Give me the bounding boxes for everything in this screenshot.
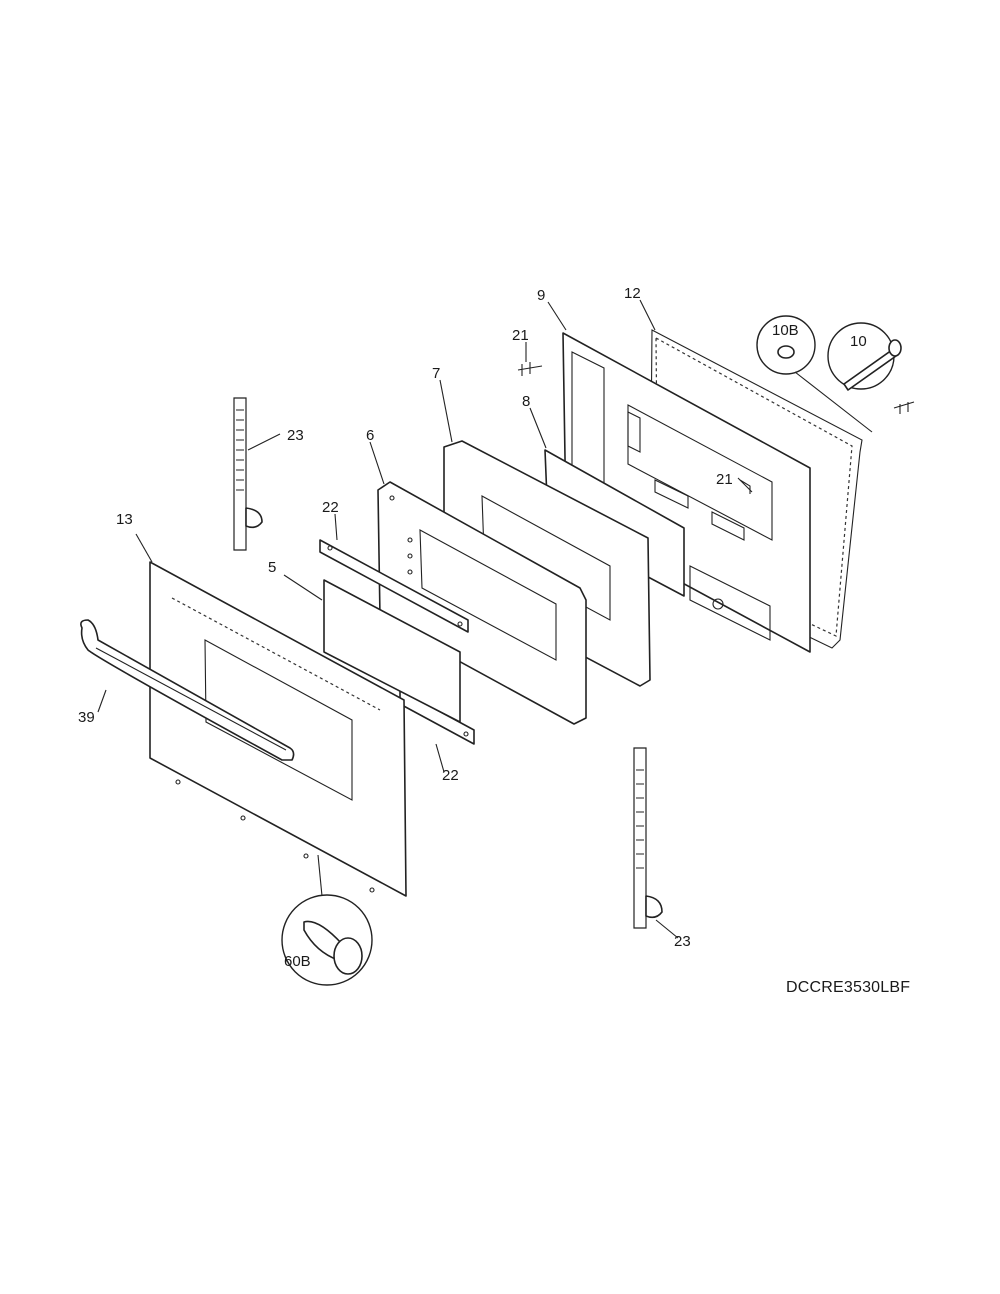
door-handle — [80, 619, 295, 761]
callout-22-top: 22 — [322, 499, 339, 516]
callout-60b: 60B — [284, 953, 311, 970]
callout-6: 6 — [366, 427, 374, 444]
callout-13: 13 — [116, 511, 133, 528]
door-trim-bracket-top — [319, 539, 469, 633]
detail-10 — [827, 322, 902, 391]
callout-21-right: 21 — [716, 471, 733, 488]
door-hinge-left — [233, 397, 263, 551]
callout-22-bottom: 22 — [442, 767, 459, 784]
callout-23-left: 23 — [287, 427, 304, 444]
callout-39: 39 — [78, 709, 95, 726]
callout-12: 12 — [624, 285, 641, 302]
callout-10b: 10B — [772, 322, 799, 339]
callout-5: 5 — [268, 559, 276, 576]
detail-60b — [281, 894, 373, 986]
callout-9: 9 — [537, 287, 545, 304]
inner-door-liner — [562, 332, 811, 653]
screw-21-right — [739, 479, 751, 494]
callout-23-right: 23 — [674, 933, 691, 950]
door-hinge-right — [633, 747, 663, 929]
outer-door-panel — [149, 561, 407, 897]
detail-10b — [756, 315, 816, 375]
diagram-id-label: DCCRE3530LBF — [786, 979, 910, 996]
door-window-glass — [323, 579, 461, 723]
callout-21-top: 21 — [512, 327, 529, 344]
leader-lines — [97, 299, 873, 939]
callout-8: 8 — [522, 393, 530, 410]
screw-21-top — [517, 362, 543, 376]
screw-10 — [893, 401, 915, 414]
callout-10: 10 — [850, 333, 867, 350]
callout-7: 7 — [432, 365, 440, 382]
